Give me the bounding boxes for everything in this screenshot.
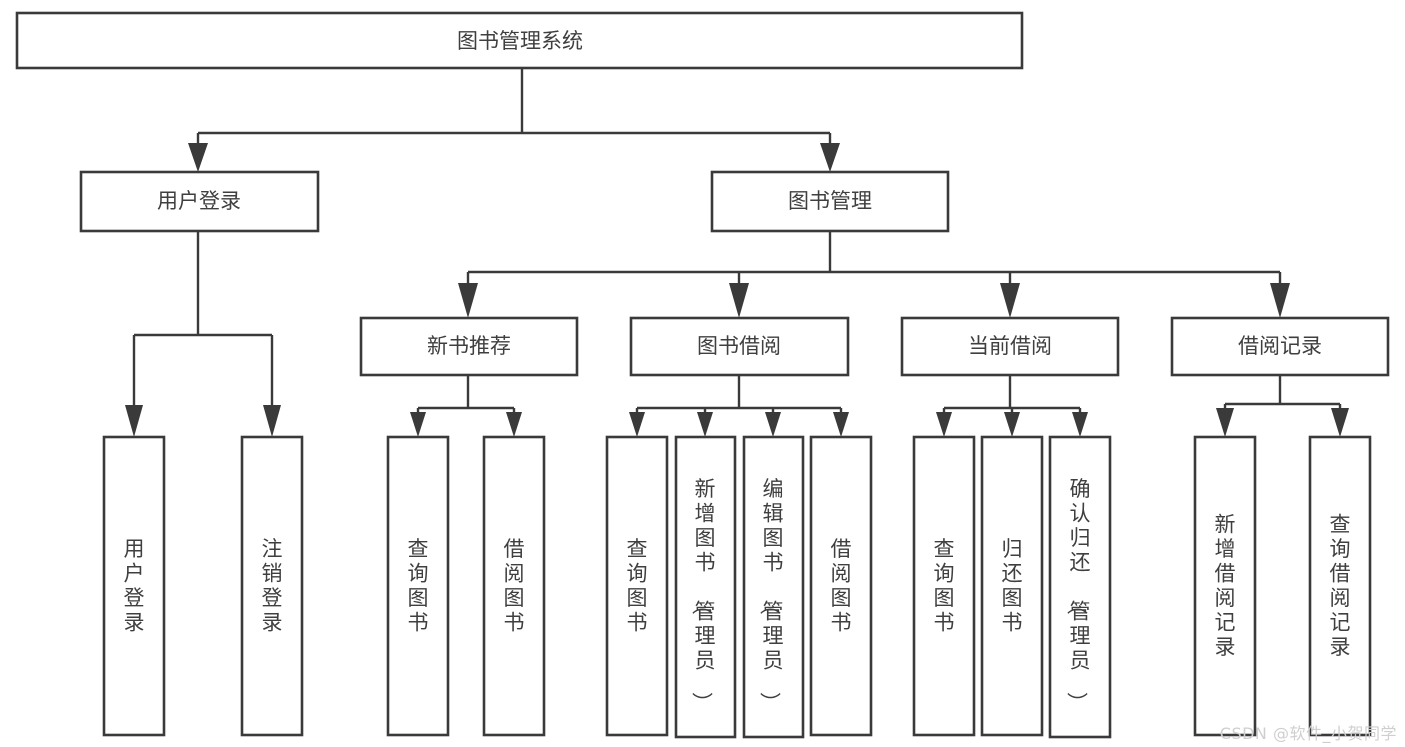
node-leaf-confirm-return-label: 确认归还（管理员） — [1065, 477, 1091, 713]
arrow-head-leaf-query-book-3 — [936, 412, 952, 437]
node-leaf-edit-book[interactable]: 编辑图书（管理员） — [742, 435, 805, 739]
node-leaf-query-book-3-label: 查询图书 — [934, 537, 955, 635]
node-leaf-borrow-book-1-label: 借阅图书 — [504, 537, 525, 635]
arrow-head-leaf-query-book-1 — [410, 412, 426, 437]
node-root-box[interactable] — [15, 11, 1024, 70]
node-leaf-query-book-3-box[interactable] — [912, 435, 976, 737]
node-leaf-borrow-book-1-box[interactable] — [482, 435, 546, 737]
node-user-login-label: 用户登录 — [157, 189, 241, 213]
node-current-borrow-label: 当前借阅 — [968, 334, 1052, 358]
node-leaf-query-book-1-label: 查询图书 — [408, 537, 429, 635]
node-leaf-query-record-box[interactable] — [1308, 435, 1372, 737]
arrow-head-leaf-user-login — [125, 405, 143, 437]
arrow-head-book-borrow — [729, 283, 749, 318]
connectors-group — [125, 68, 1349, 437]
arrow-head-leaf-return-book — [1004, 412, 1020, 437]
node-user-login-box[interactable] — [79, 170, 320, 233]
node-book-mgmt-box[interactable] — [710, 170, 950, 233]
node-new-book-rec-label: 新书推荐 — [427, 334, 511, 358]
arrow-head-user-login — [188, 143, 208, 172]
arrow-head-leaf-edit-book — [765, 412, 781, 437]
node-leaf-add-record[interactable]: 新增借阅记录 — [1193, 435, 1257, 737]
arrow-head-book-mgmt — [820, 143, 840, 172]
arrow-head-leaf-user-logout — [263, 405, 281, 437]
node-root[interactable]: 图书管理系统 — [15, 11, 1024, 70]
node-leaf-return-book-label: 归还图书 — [1002, 537, 1023, 635]
arrow-head-new-book-rec — [458, 283, 478, 318]
node-leaf-user-logout[interactable]: 注销登录 — [240, 435, 304, 737]
node-leaf-user-login[interactable]: 用户登录 — [102, 435, 166, 737]
arrow-head-leaf-confirm-return — [1072, 412, 1088, 437]
node-leaf-confirm-return-box[interactable] — [1048, 435, 1112, 739]
node-leaf-edit-book-box[interactable] — [742, 435, 805, 739]
node-leaf-query-book-2[interactable]: 查询图书 — [605, 435, 669, 737]
node-leaf-return-book-box[interactable] — [980, 435, 1044, 737]
arrow-head-leaf-query-book-2 — [629, 412, 645, 437]
node-leaf-borrow-book-1[interactable]: 借阅图书 — [482, 435, 546, 737]
node-leaf-query-book-1[interactable]: 查询图书 — [386, 435, 450, 737]
node-leaf-user-logout-label: 注销登录 — [262, 537, 283, 635]
node-leaf-add-book-box[interactable] — [674, 435, 737, 739]
node-borrow-record-label: 借阅记录 — [1238, 334, 1322, 358]
node-leaf-query-record[interactable]: 查询借阅记录 — [1308, 435, 1372, 737]
node-leaf-query-book-1-box[interactable] — [386, 435, 450, 737]
node-user-login[interactable]: 用户登录 — [79, 170, 320, 233]
node-leaf-edit-book-label: 编辑图书（管理员） — [758, 477, 784, 713]
arrow-head-leaf-borrow-book-1 — [506, 412, 522, 437]
node-leaf-user-login-box[interactable] — [102, 435, 166, 737]
node-borrow-record-box[interactable] — [1170, 316, 1390, 377]
node-new-book-rec[interactable]: 新书推荐 — [359, 316, 579, 377]
node-leaf-query-book-2-box[interactable] — [605, 435, 669, 737]
node-book-borrow-label: 图书借阅 — [697, 334, 781, 358]
node-leaf-return-book[interactable]: 归还图书 — [980, 435, 1044, 737]
node-book-mgmt-label: 图书管理 — [788, 189, 872, 213]
arrow-head-leaf-add-record — [1216, 408, 1234, 437]
node-book-borrow-box[interactable] — [629, 316, 850, 377]
node-leaf-query-book-2-label: 查询图书 — [627, 537, 648, 635]
node-current-borrow-box[interactable] — [900, 316, 1120, 377]
node-leaf-borrow-book-2-label: 借阅图书 — [831, 537, 852, 635]
node-leaf-add-book[interactable]: 新增图书（管理员） — [674, 435, 737, 739]
node-book-borrow[interactable]: 图书借阅 — [629, 316, 850, 377]
node-leaf-borrow-book-2-box[interactable] — [809, 435, 873, 737]
node-leaf-borrow-book-2[interactable]: 借阅图书 — [809, 435, 873, 737]
node-new-book-rec-box[interactable] — [359, 316, 579, 377]
node-leaf-user-logout-box[interactable] — [240, 435, 304, 737]
node-leaf-confirm-return[interactable]: 确认归还（管理员） — [1048, 435, 1112, 739]
node-leaf-add-record-label: 新增借阅记录 — [1215, 513, 1236, 660]
arrow-head-borrow-record — [1270, 283, 1290, 318]
node-leaf-query-book-3[interactable]: 查询图书 — [912, 435, 976, 737]
node-root-label: 图书管理系统 — [457, 29, 583, 53]
arrow-head-leaf-query-record — [1331, 408, 1349, 437]
node-borrow-record[interactable]: 借阅记录 — [1170, 316, 1390, 377]
node-leaf-add-book-label: 新增图书（管理员） — [690, 477, 716, 713]
arrow-head-leaf-borrow-book-2 — [833, 412, 849, 437]
node-leaf-add-record-box[interactable] — [1193, 435, 1257, 737]
node-leaf-user-login-label: 用户登录 — [124, 537, 145, 635]
arrow-head-leaf-add-book — [697, 412, 713, 437]
arrow-head-current-borrow — [1000, 283, 1020, 318]
node-current-borrow[interactable]: 当前借阅 — [900, 316, 1120, 377]
csdn-watermark: CSDN @软件_小贺同学 — [1219, 724, 1397, 743]
node-book-mgmt[interactable]: 图书管理 — [710, 170, 950, 233]
node-leaf-query-record-label: 查询借阅记录 — [1330, 513, 1351, 660]
